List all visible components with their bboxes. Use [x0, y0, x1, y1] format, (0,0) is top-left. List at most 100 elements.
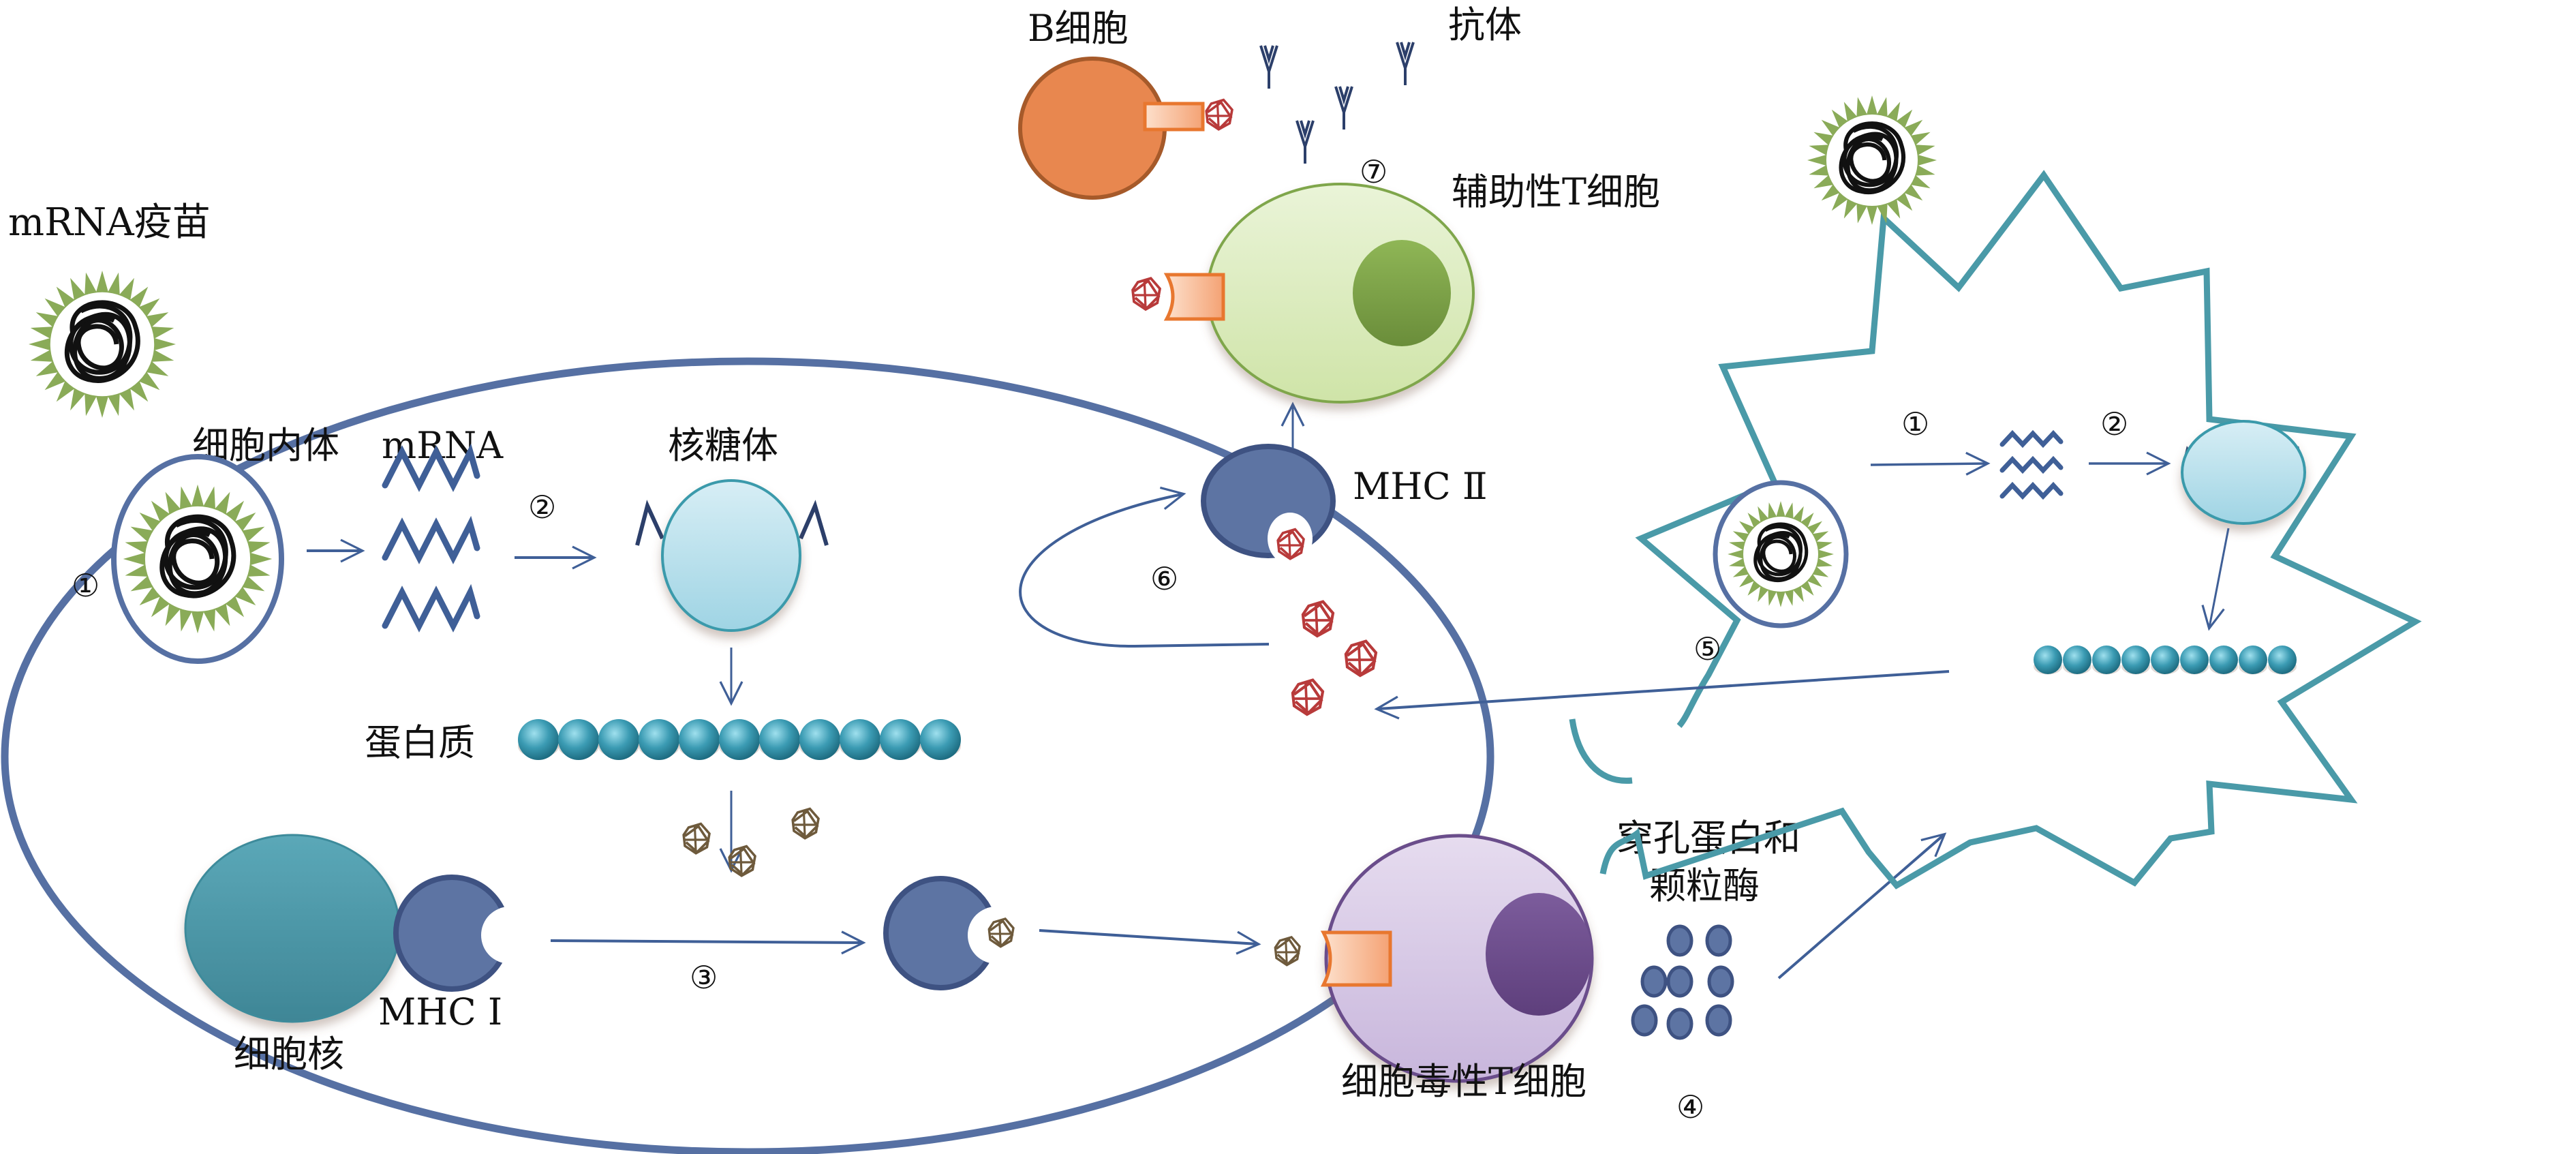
mrna-strand — [1999, 455, 2064, 474]
released-antigens — [1293, 602, 1376, 714]
nucleus-label: 细胞核 — [234, 1033, 344, 1076]
helper-t-nucleus — [1353, 240, 1451, 346]
antibody — [1259, 45, 1278, 89]
peptide-fragments — [682, 807, 820, 877]
protein-bead — [679, 719, 720, 760]
mhc-1-empty — [393, 875, 538, 992]
step-1-label: ① — [72, 567, 99, 604]
target-ribosome — [2181, 420, 2306, 525]
peptide-fragment — [791, 807, 820, 840]
protein-bead — [558, 719, 599, 760]
b-cell-antigen — [1205, 98, 1233, 131]
step-6-label: ⑥ — [1150, 560, 1178, 597]
peptide-fragment — [728, 845, 756, 877]
mrna-strand — [1999, 429, 2064, 449]
mrna-vaccine-particle — [29, 271, 176, 418]
arrow-granules-to-target — [1777, 832, 1947, 980]
target-cell-membrane-breach — [1569, 718, 1633, 784]
antibodies — [1259, 42, 1415, 164]
antibody — [1334, 86, 1353, 130]
protein-bead — [2180, 646, 2209, 674]
protein-bead — [2268, 646, 2297, 674]
tcr-receptor — [1320, 930, 1392, 987]
protein-bead — [719, 719, 760, 760]
released-antigen — [1346, 641, 1376, 675]
step-4-label: ④ — [1676, 1089, 1704, 1125]
recognized-antigen — [1274, 936, 1301, 967]
protein-bead — [2121, 646, 2150, 674]
arrow-loop-step-6 — [1019, 486, 1270, 648]
target-cell-membrane — [1599, 170, 2422, 890]
granule — [1705, 924, 1732, 957]
mrna-strand — [382, 583, 480, 633]
helper-t-cell — [1131, 183, 1475, 404]
mrna-strands — [382, 443, 480, 633]
helper-t-receptor — [1163, 273, 1225, 321]
protein-bead — [759, 719, 800, 760]
step-5-label: ⑤ — [1693, 631, 1721, 667]
mrna-strand — [382, 515, 480, 564]
protein-bead — [2092, 646, 2121, 674]
host-cell-membrane — [1, 357, 1494, 1154]
protein-chain — [518, 719, 961, 760]
protein-bead — [598, 719, 639, 760]
protein-bead — [2239, 646, 2267, 674]
protein-bead — [920, 719, 961, 760]
arrow-step-5 — [1374, 670, 1950, 720]
mrna-strand — [1999, 481, 2064, 500]
protein-label: 蛋白质 — [365, 721, 475, 764]
granule — [1707, 965, 1734, 998]
step-2-label: ② — [528, 489, 556, 526]
ribosome-label: 核糖体 — [668, 424, 778, 467]
granule — [1705, 1004, 1732, 1037]
target-step-1-label: ① — [1901, 406, 1929, 442]
cytotoxic-t-label: 细胞毒性T细胞 — [1341, 1060, 1586, 1103]
arrow-target-ribosome-to-protein — [2201, 528, 2230, 631]
perforin-granzyme-granules — [1631, 924, 1734, 1040]
step-3-label: ③ — [690, 959, 718, 996]
protein-bead — [518, 719, 559, 760]
mrna-vaccine-particle-target — [1807, 95, 1937, 225]
released-antigen — [1293, 680, 1323, 714]
granule — [1666, 924, 1693, 957]
b-cell — [1018, 57, 1233, 200]
arrow-to-cytotoxic-t — [1039, 929, 1261, 955]
cytotoxic-t-cell — [1274, 834, 1594, 1083]
granule — [1640, 965, 1668, 998]
granule — [1631, 1004, 1658, 1037]
target-protein-chain — [2034, 646, 2297, 675]
b-cell-receptor — [1143, 102, 1205, 132]
nucleus — [184, 834, 401, 1023]
mrna-vaccine-label: mRNA疫苗 — [8, 200, 211, 245]
endosome — [111, 454, 284, 664]
antibody-label: 抗体 — [1448, 3, 1522, 46]
released-antigen — [1303, 602, 1333, 636]
protein-bead — [840, 719, 880, 760]
cytotoxic-t-nucleus — [1486, 893, 1592, 1016]
mrna-strand — [382, 443, 480, 492]
protein-bead — [2209, 646, 2238, 674]
antibody — [1295, 120, 1315, 164]
b-cell-label: B细胞 — [1028, 7, 1129, 50]
mhc-1-loaded — [883, 876, 1025, 990]
protein-bead — [2063, 646, 2091, 674]
target-mrna-strands — [1999, 429, 2064, 500]
protein-bead — [799, 719, 840, 760]
mhc-2 — [1201, 444, 1336, 564]
protein-bead — [2034, 646, 2062, 674]
target-endosome — [1713, 480, 1849, 628]
arrow-target-endosome-to-mrna — [1870, 451, 1991, 476]
mhc-2-label: MHC Ⅱ — [1353, 465, 1488, 508]
mhc-1-label: MHC Ⅰ — [378, 990, 502, 1033]
target-step-2-label: ② — [2100, 406, 2128, 442]
peptide-fragment — [682, 822, 711, 855]
helper-t-label: 辅助性T细胞 — [1452, 170, 1660, 213]
ribosome — [635, 479, 829, 632]
step-7-label: ⑦ — [1360, 153, 1387, 190]
protein-bead — [639, 719, 679, 760]
granule — [1666, 965, 1693, 998]
arrow-mhc1-loading — [550, 930, 866, 955]
protein-bead — [880, 719, 921, 760]
protein-bead — [2151, 646, 2179, 674]
